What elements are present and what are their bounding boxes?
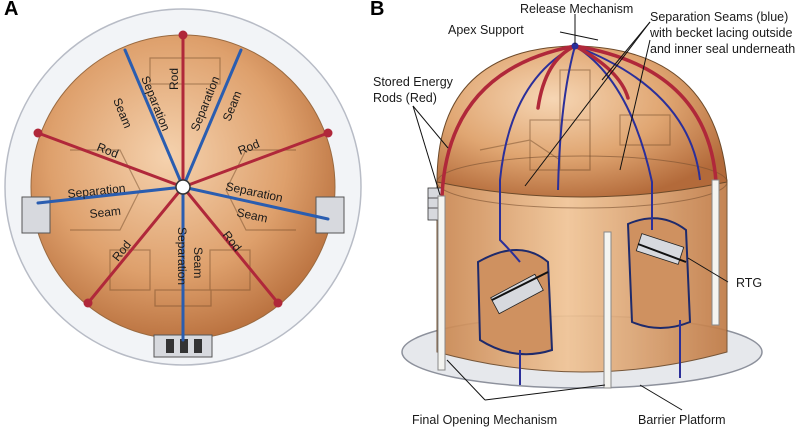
panel-b-letter: B <box>370 0 385 20</box>
label-separation-seams-line1: Separation Seams (blue) <box>650 10 788 24</box>
side-panels <box>21 196 345 358</box>
rtg-window-left <box>476 249 554 356</box>
seam-label-3a: Separation <box>67 181 126 201</box>
panel-a: Rod Rod Rod Rod Rod Separation Seam Sepa… <box>4 8 362 366</box>
rods-a <box>36 33 330 305</box>
rtg-window-right <box>626 217 692 329</box>
center-hub <box>175 179 191 195</box>
separation-seams-a <box>36 48 330 342</box>
label-separation-seams-line3: and inner seal underneath <box>650 42 795 56</box>
release-mechanism-apex <box>571 42 579 50</box>
seam-label-5b: Seam <box>191 247 205 278</box>
enclosure-dome <box>436 45 728 198</box>
rtg-right-fins <box>635 233 687 265</box>
rod-end-dots <box>33 30 333 308</box>
label-final-opening-mechanism: Final Opening Mechanism <box>412 413 557 427</box>
leader-lines <box>412 14 729 411</box>
support-posts-b <box>437 179 720 389</box>
rtg-left-fins <box>490 271 549 315</box>
panel-b: Release Mechanism Apex Support Separatio… <box>373 2 795 427</box>
panel-a-letter: A <box>4 0 19 20</box>
label-rtg: RTG <box>736 276 762 290</box>
label-stored-energy-line2: Rods (Red) <box>373 91 437 105</box>
seam-label-5a: Separation <box>175 227 189 285</box>
stored-energy-rods-b <box>440 44 718 198</box>
seam-label-3b: Seam <box>89 204 122 221</box>
seam-label-4b: Seam <box>235 205 269 225</box>
label-apex-support: Apex Support <box>448 23 524 37</box>
label-separation-seams-line2: with becket lacing outside <box>649 26 792 40</box>
rod-label-top: Rod <box>167 68 181 90</box>
label-stored-energy-line1: Stored Energy <box>373 75 454 89</box>
separation-seams-b <box>499 45 701 385</box>
label-release-mechanism: Release Mechanism <box>520 2 633 16</box>
dome-rim <box>436 155 728 209</box>
label-barrier-platform: Barrier Platform <box>638 413 726 427</box>
